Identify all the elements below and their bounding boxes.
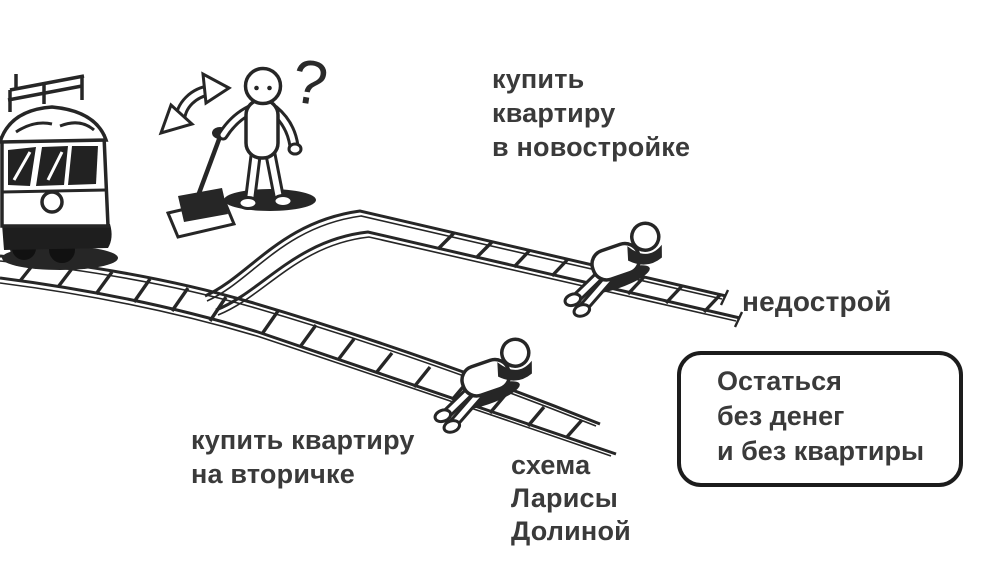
operator-head (243, 66, 283, 106)
switch-direction-arrow-icon (158, 71, 232, 136)
tram-roof-rack (7, 74, 85, 112)
bottom-track-choice-label: купить квартиру на вторичке (191, 425, 415, 489)
tram-illustration (0, 74, 118, 270)
operator-torso (244, 98, 280, 160)
top-track-outcome-label: недострой (742, 286, 892, 317)
top-track-choice-label: купить квартиру в новостройке (492, 64, 691, 162)
outcome-box-text: Остаться без денег и без квартиры (717, 366, 924, 466)
branch-track-broken-end (719, 289, 744, 328)
switch-operator (165, 66, 316, 239)
outcome-box: Остаться без денег и без квартиры (677, 351, 963, 487)
scheme-caption-label: схема Ларисы Долиной (511, 450, 631, 546)
victim-on-top-track (549, 220, 676, 320)
victim-on-bottom-track (419, 336, 546, 436)
branch-track (204, 209, 744, 328)
question-mark: ? (287, 46, 332, 120)
tram-roof (0, 105, 109, 144)
operator-shadow (224, 189, 316, 211)
branch-track-ties (436, 231, 722, 314)
main-track-ties (18, 259, 584, 440)
branch-track-rails (204, 209, 741, 322)
track-lever (165, 127, 237, 239)
tram-headlight (40, 190, 64, 214)
